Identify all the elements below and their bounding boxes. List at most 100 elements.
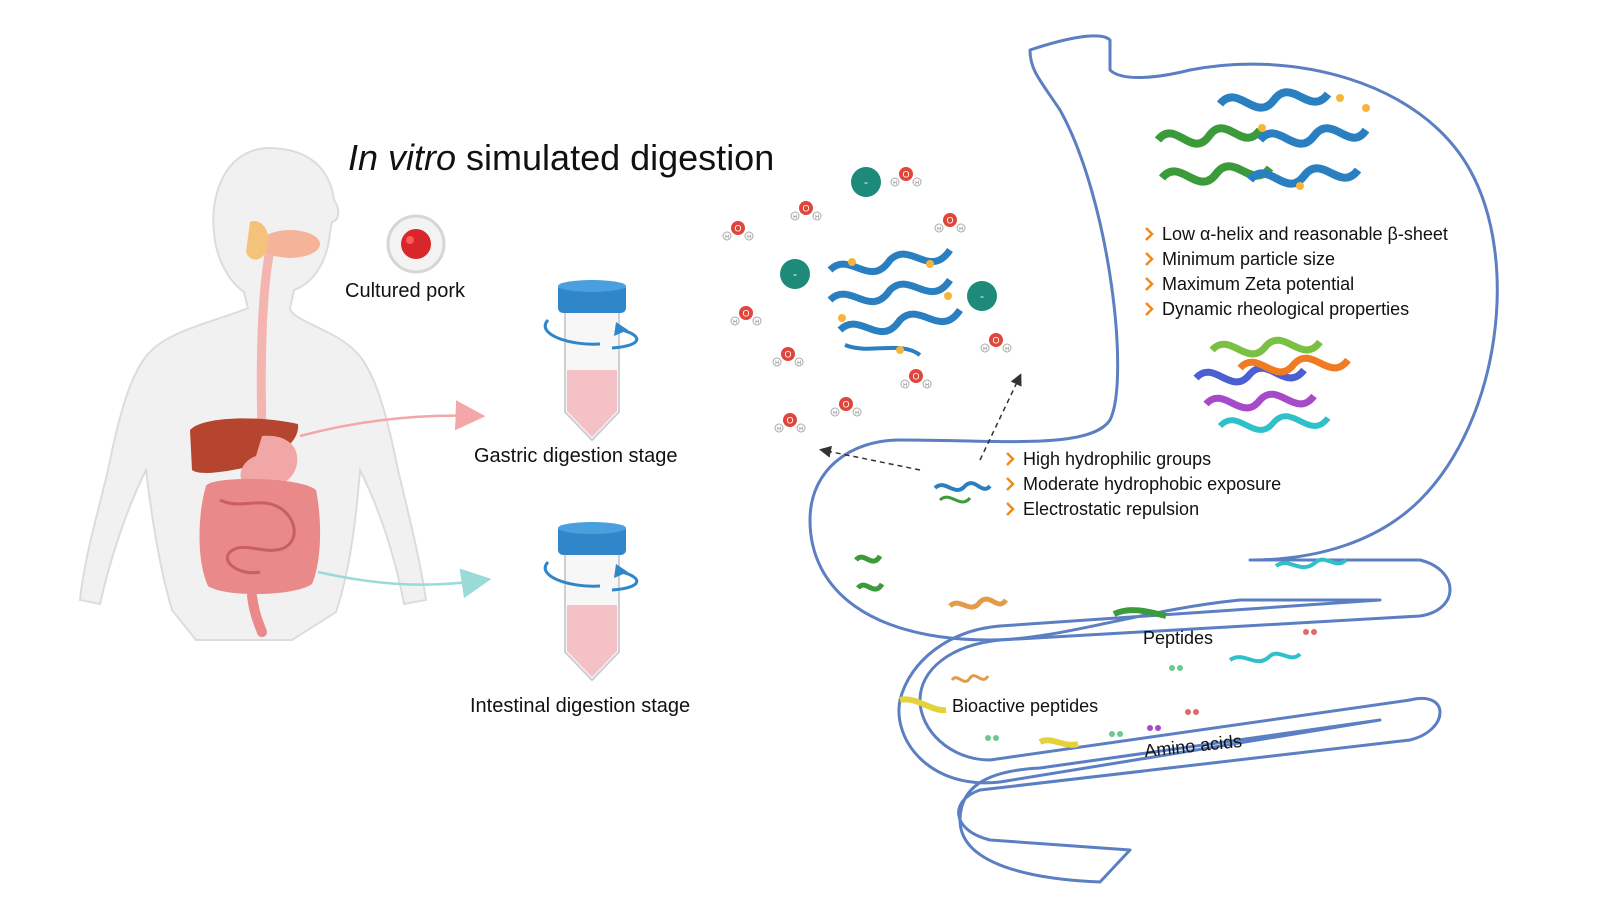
- oxygen-atom: [909, 369, 923, 383]
- intestinal-arrow: [317, 568, 492, 599]
- salivary-gland: [246, 220, 269, 260]
- hydrogen-symbol: H: [777, 427, 781, 433]
- stomach-property-item: Dynamic rheological properties: [1162, 299, 1409, 319]
- ion: -: [967, 281, 997, 311]
- small-protein: [933, 481, 992, 504]
- rotation-arrow-icon: [614, 322, 628, 336]
- intestinal-stage-label: Intestinal digestion stage: [470, 695, 690, 717]
- diagram-title: In vitro simulated digestion: [348, 137, 774, 178]
- hydrogen-symbol: H: [797, 361, 801, 367]
- gastric-tube: [543, 280, 638, 442]
- hydrogen-atom: [774, 423, 784, 433]
- oxygen-atom: [839, 397, 853, 411]
- hydrogen-symbol: H: [775, 361, 779, 367]
- oxygen-symbol: O: [912, 372, 919, 382]
- hydrogen-symbol: H: [755, 320, 759, 326]
- ion-charge: -: [864, 175, 868, 189]
- hydrogen-atom: [980, 343, 990, 353]
- intestines: [199, 478, 321, 595]
- stomach-property-list: Low α-helix and reasonable β-sheetMinimu…: [1145, 224, 1448, 319]
- hydrogen-symbol: H: [815, 215, 819, 221]
- gi-tract-outline: [808, 34, 1499, 884]
- peptide-fragments: [854, 554, 1348, 748]
- water-molecule: OH H: [830, 397, 862, 417]
- hydrogen-atom: [730, 316, 740, 326]
- body-silhouette: [78, 146, 428, 641]
- hydrogen-symbol: H: [747, 235, 751, 241]
- ion-circle: [967, 281, 997, 311]
- gastric-stage-label: Gastric digestion stage: [474, 445, 677, 467]
- protein-property-chevron-icon: [1006, 452, 1015, 466]
- hydrogen-symbol: H: [983, 347, 987, 353]
- stomach-property-item: Maximum Zeta potential: [1162, 274, 1354, 294]
- intestinal-tube: [543, 522, 638, 682]
- hydrogen-atom: [796, 423, 806, 433]
- hydrogen-atom: [922, 379, 932, 389]
- hydrogen-atom: [852, 407, 862, 417]
- rotation-arrow-icon-2: [614, 564, 628, 578]
- oxygen-symbol: O: [802, 204, 809, 214]
- oxygen-atom: [783, 413, 797, 427]
- hydrogen-atom: [812, 211, 822, 221]
- oxygen-symbol: O: [946, 216, 953, 226]
- dashed-arrow-left: [819, 445, 921, 471]
- esophagus: [256, 245, 275, 435]
- hydrogen-symbol: H: [903, 383, 907, 389]
- protein-property-chevron-icon: [1006, 477, 1015, 491]
- hydrogen-atom: [934, 223, 944, 233]
- protein-property-item: High hydrophilic groups: [1023, 449, 1211, 469]
- oxygen-symbol: O: [786, 416, 793, 426]
- hydrogen-symbol: H: [915, 181, 919, 187]
- oxygen-atom: [799, 201, 813, 215]
- oxygen-atom: [731, 221, 745, 235]
- hydrogen-atom: [744, 231, 754, 241]
- oxygen-symbol: O: [842, 400, 849, 410]
- hydrogen-symbol: H: [855, 411, 859, 417]
- stomach-property-item: Minimum particle size: [1162, 249, 1335, 269]
- oxygen-atom: [943, 213, 957, 227]
- mouth: [260, 230, 320, 258]
- cultured-pork-dish: [386, 214, 446, 274]
- ion: -: [851, 167, 881, 197]
- stomach-property-chevron-icon: [1145, 252, 1154, 266]
- hydrogen-atom: [772, 357, 782, 367]
- sample-label: Cultured pork: [345, 280, 466, 302]
- oxygen-symbol: O: [742, 309, 749, 319]
- stomach-protein: [1154, 88, 1370, 190]
- oxygen-symbol: O: [784, 350, 791, 360]
- ions: ---: [780, 167, 997, 311]
- oxygen-atom: [899, 167, 913, 181]
- hydrogen-symbol: H: [1005, 347, 1009, 353]
- ion-circle: [851, 167, 881, 197]
- liver: [190, 418, 299, 473]
- intestine-folds: [219, 498, 296, 575]
- title-italic: In vitro: [348, 137, 456, 178]
- stomach-organ: [240, 435, 298, 489]
- hydrogen-symbol: H: [937, 227, 941, 233]
- gastric-arrow: [299, 400, 486, 438]
- oxygen-atom: [739, 306, 753, 320]
- hydrogen-atom: [1002, 343, 1012, 353]
- oxygen-atom: [781, 347, 795, 361]
- rainbow-protein: [1193, 336, 1351, 433]
- hydrogen-symbol: H: [733, 320, 737, 326]
- stomach-property-chevron-icon: [1145, 277, 1154, 291]
- dashed-arrow-up: [979, 373, 1022, 461]
- hydrogen-atom: [794, 357, 804, 367]
- hydrogen-atom: [956, 223, 966, 233]
- hydrogen-atom: [752, 316, 762, 326]
- rectum: [247, 591, 267, 637]
- hydrogen-symbol: H: [833, 411, 837, 417]
- stomach-property-item: Low α-helix and reasonable β-sheet: [1162, 224, 1448, 244]
- hydrogen-atom: [722, 231, 732, 241]
- central-protein: [827, 247, 963, 357]
- peptides-label: Peptides: [1143, 628, 1213, 648]
